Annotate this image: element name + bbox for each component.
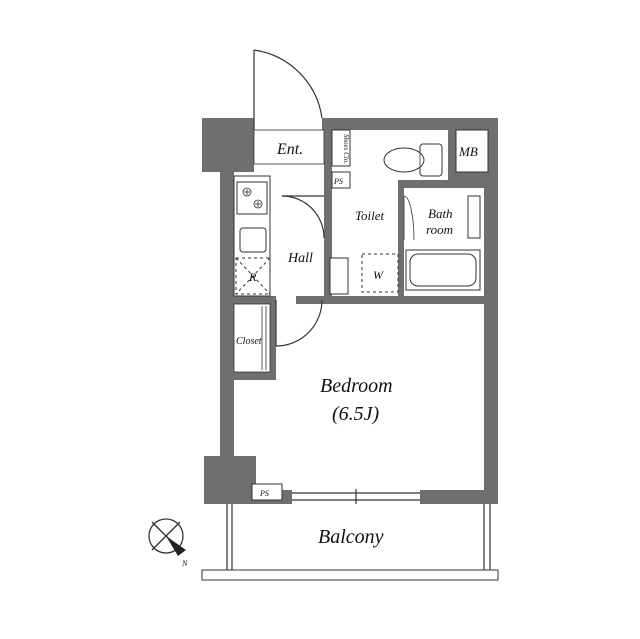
bath-label-line1: Bath — [428, 206, 453, 221]
bathtub — [405, 249, 481, 291]
bath-label-line2: room — [426, 222, 453, 237]
balcony-window — [292, 489, 420, 504]
bedroom-size-label: (6.5J) — [332, 403, 380, 425]
balcony-label: Balcony — [318, 526, 384, 548]
entrance-label: Ent. — [276, 141, 303, 158]
toilet-label: Toilet — [355, 208, 385, 223]
kitchen-counter — [233, 175, 271, 297]
hall-label: Hall — [287, 251, 313, 266]
bedroom-door — [275, 299, 323, 347]
bedroom-label: Bedroom — [320, 375, 393, 397]
hall-door-toilet — [281, 195, 325, 239]
fridge-space: R — [235, 257, 271, 295]
closet-label: Closet — [236, 336, 262, 347]
compass-icon: N — [148, 518, 188, 568]
entrance-door — [253, 49, 323, 130]
washer-space: W — [361, 253, 399, 293]
mb-label: MB — [458, 144, 478, 159]
fridge-label: R — [248, 270, 257, 284]
shoe-closet-label: Shoes Clo. — [342, 134, 350, 164]
ps-bottom-label: PS — [259, 489, 269, 498]
ps-top-label: PS — [333, 177, 343, 186]
balcony — [201, 504, 499, 581]
north-label: N — [181, 559, 188, 568]
toilet-fixture — [383, 143, 443, 177]
washer-label: W — [373, 268, 384, 282]
closet: Closet — [233, 303, 271, 373]
